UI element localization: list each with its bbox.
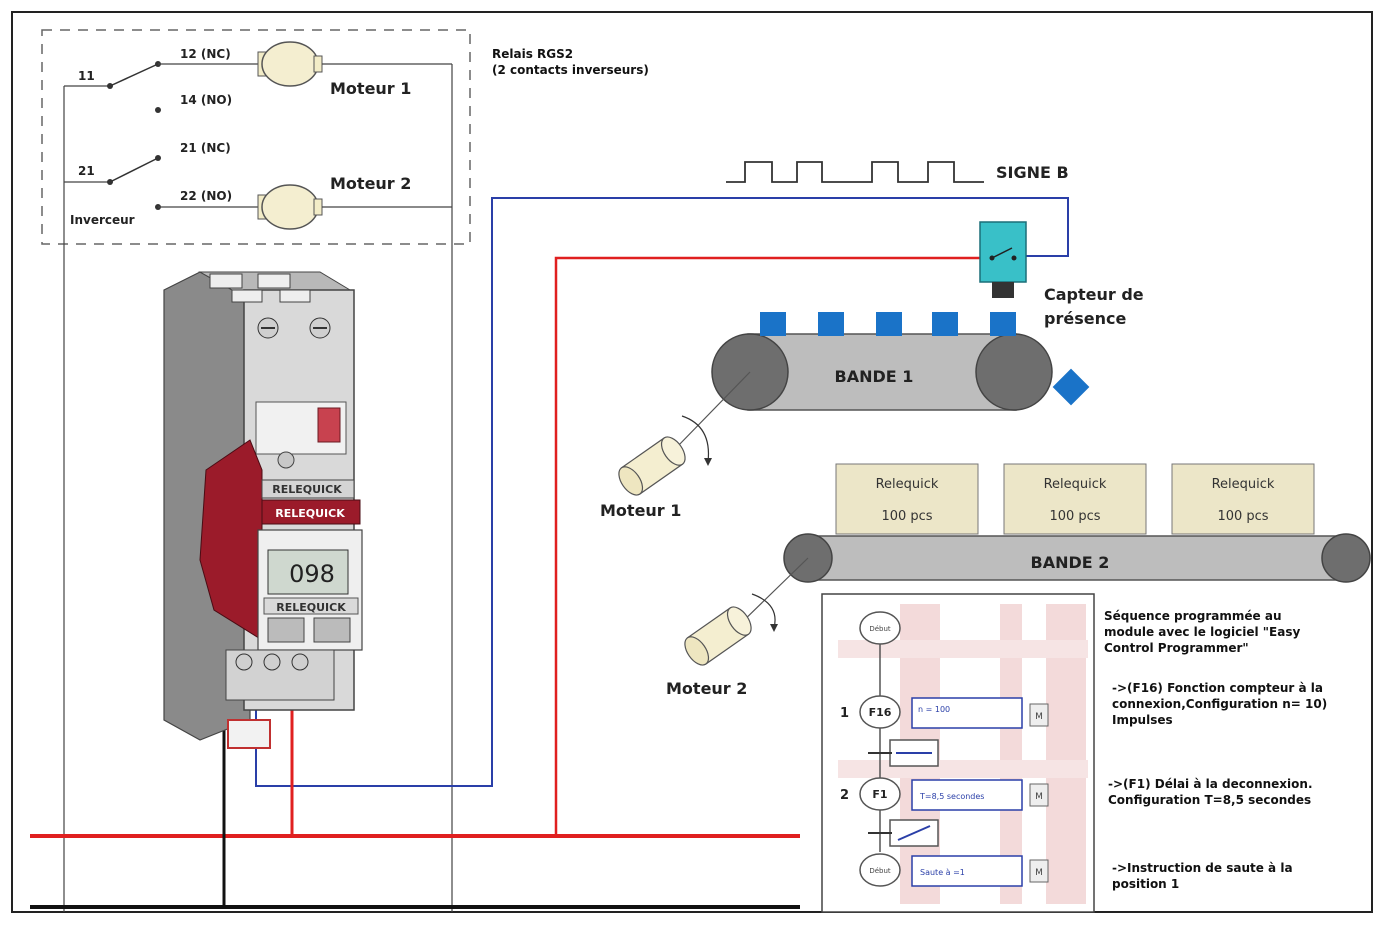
box-2-name: Relequick — [1044, 477, 1107, 492]
step-3-m: M — [1035, 868, 1043, 878]
belt-1-motor-label: Moteur 1 — [600, 501, 681, 520]
step-1-box-text: n = 100 — [918, 705, 950, 714]
relay-title-line1: Relais RGS2 — [492, 47, 573, 61]
module-display-value: 098 — [289, 560, 335, 588]
motor-1-symbol — [257, 41, 323, 87]
sequence-title-line2: module avec le logiciel "Easy — [1104, 625, 1300, 639]
conveyor-belt-1 — [675, 312, 1090, 449]
signal-waveform — [726, 161, 984, 183]
note-3-line2: position 1 — [1112, 877, 1179, 891]
module-label-bottom: RELEQUICK — [276, 601, 346, 614]
outer-frame — [11, 11, 1373, 913]
terminal-21: 21 — [78, 164, 95, 178]
sequence-start-node: Début — [869, 625, 891, 633]
step-1-node: F16 — [869, 706, 892, 719]
step-2-number: 2 — [840, 788, 849, 803]
note-3-line1: ->Instruction de saute à la — [1112, 861, 1293, 875]
note-1-line2: connexion,Configuration n= 10) — [1112, 697, 1327, 711]
note-2-line2: Configuration T=8,5 secondes — [1108, 793, 1311, 807]
box-2-qty: 100 pcs — [1049, 509, 1100, 524]
note-1-line3: Impulses — [1112, 713, 1173, 727]
conveyor-belt-2 — [735, 463, 1371, 629]
sensor-label-line2: présence — [1044, 309, 1126, 328]
motor-2-cylinder — [684, 593, 778, 666]
sequence-panel — [821, 593, 1095, 913]
belt-2-label: BANDE 2 — [1031, 553, 1110, 572]
terminal-11: 11 — [78, 69, 95, 83]
presence-sensor — [979, 221, 1027, 298]
module-label-red: RELEQUICK — [275, 507, 345, 520]
relay-contacts-box: 11 21 12 (NC) 14 (NO) 21 (NC) 22 (NO) Mo… — [41, 29, 471, 912]
box-1-qty: 100 pcs — [881, 509, 932, 524]
step-1-m: M — [1035, 712, 1043, 722]
contact-14-no: 14 (NO) — [180, 93, 232, 107]
belt-2-motor-label: Moteur 2 — [666, 679, 747, 698]
step-1-number: 1 — [840, 706, 849, 721]
step-3-box-text: Saute à =1 — [920, 868, 965, 877]
box-1-name: Relequick — [876, 477, 939, 492]
motor-1-label: Moteur 1 — [330, 79, 411, 98]
motor-2-symbol — [257, 184, 323, 230]
box-3-qty: 100 pcs — [1217, 509, 1268, 524]
step-2-m: M — [1035, 792, 1043, 802]
wires — [222, 197, 1069, 907]
sequence-title-line1: Séquence programmée au — [1104, 609, 1282, 623]
step-2-box-text: T=8,5 secondes — [919, 792, 984, 801]
note-1-line1: ->(F16) Fonction compteur à la — [1112, 681, 1323, 695]
sensor-label-line1: Capteur de — [1044, 285, 1144, 304]
relay-title-line2: (2 contacts inverseurs) — [492, 63, 649, 77]
module-label-top: RELEQUICK — [272, 483, 342, 496]
note-2-line1: ->(F1) Délai à la deconnexion. — [1108, 777, 1313, 791]
step-2-node: F1 — [872, 788, 887, 801]
box-3-name: Relequick — [1212, 477, 1275, 492]
motor-1-cylinder — [618, 415, 712, 496]
signal-label: SIGNE B — [996, 163, 1069, 182]
contact-21-nc: 21 (NC) — [180, 141, 231, 155]
contact-12-nc: 12 (NC) — [180, 47, 231, 61]
relequick-module — [163, 271, 363, 749]
inverter-label: Inverceur — [70, 213, 135, 227]
contact-22-no: 22 (NO) — [180, 189, 232, 203]
motor-2-label: Moteur 2 — [330, 174, 411, 193]
sequence-end-node: Début — [869, 867, 891, 875]
sequence-title-line3: Control Programmer" — [1104, 641, 1249, 655]
belt-1-label: BANDE 1 — [835, 367, 914, 386]
